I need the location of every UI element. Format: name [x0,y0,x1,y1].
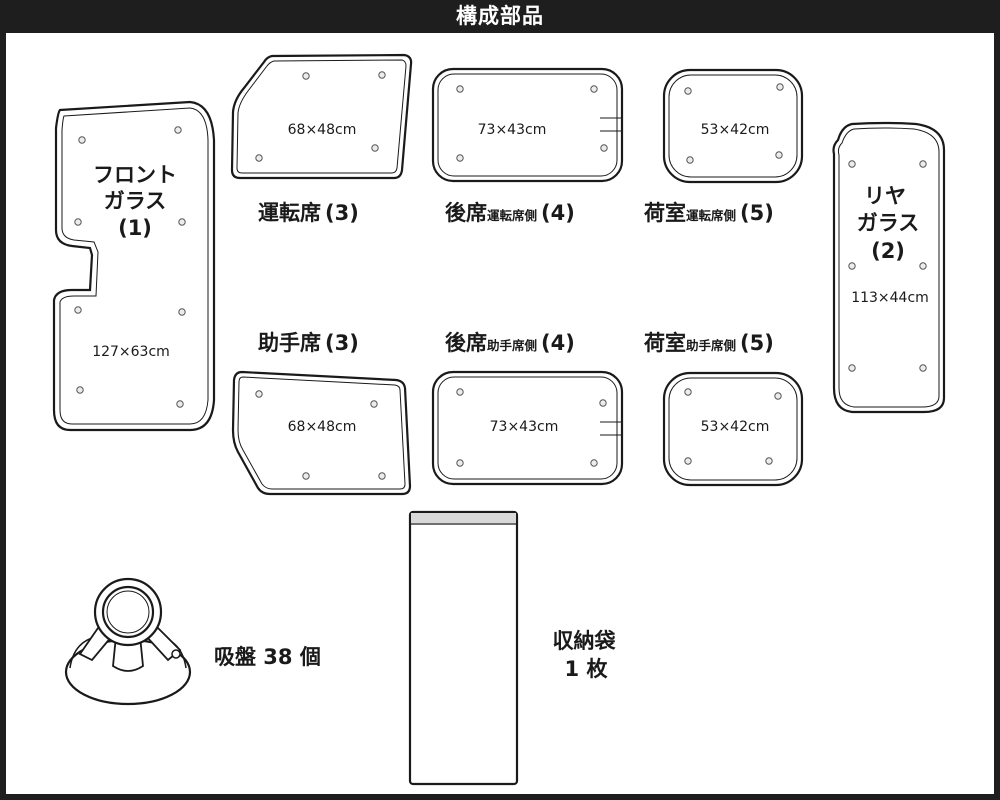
passenger-seat-size: 68×48cm [288,419,357,435]
rear-seat-driver-label: 後席運転席側(4) [445,201,575,225]
rear-seat-passenger-hole [590,459,598,467]
driver-seat-panel: 68×48cm [230,53,413,180]
driver-seat-hole [378,71,386,79]
rear-seat-driver-hole [590,85,598,93]
front-glass-hole [76,386,84,394]
rear-glass-label-3: (2) [871,239,905,263]
suction-cup-icon [64,577,192,706]
front-glass-label-2: ガラス [104,189,167,213]
rear-glass-hole [848,160,856,168]
front-glass-hole [176,400,184,408]
storage-bag-label-1: 収納袋 [553,629,617,653]
header-bar: 構成部品 [0,0,1000,33]
passenger-seat-label: 助手席(3) [258,331,359,355]
storage-bag-icon [408,510,519,786]
cargo-passenger-hole [765,457,773,465]
rear-glass-hole [919,160,927,168]
rear-seat-driver-hole [456,85,464,93]
passenger-seat-hole [255,390,263,398]
rear-glass-panel: リヤ ガラス (2) 113×44cm [832,121,946,414]
cargo-passenger-hole [684,388,692,396]
cargo-passenger-size: 53×42cm [701,419,770,435]
rear-seat-driver-hole [456,154,464,162]
cargo-passenger-hole [684,457,692,465]
rear-seat-driver-size: 73×43cm [478,122,547,138]
cargo-driver-hole [684,87,692,95]
page-title: 構成部品 [456,4,544,28]
driver-seat-hole [371,144,379,152]
front-glass-label-1: フロント [93,163,177,187]
front-glass-hole [74,306,82,314]
front-glass-hole [74,218,82,226]
front-glass-hole [178,218,186,226]
passenger-seat-panel: 68×48cm [231,370,412,496]
rear-glass-hole [919,262,927,270]
front-glass-hole [78,136,86,144]
driver-seat-size: 68×48cm [288,122,357,138]
cargo-driver-hole [775,151,783,159]
cargo-driver-panel: 53×42cm [662,68,804,184]
suction-cups-label: 吸盤 38 個 [214,645,321,669]
driver-seat-hole [255,154,263,162]
cargo-passenger-hole [774,392,782,400]
rear-seat-passenger-hole [599,399,607,407]
passenger-seat-hole [302,472,310,480]
rear-seat-driver-panel: 73×43cm [431,67,624,183]
rear-glass-size: 113×44cm [851,290,929,306]
rear-seat-passenger-panel: 73×43cm [431,370,624,486]
rear-glass-hole [919,364,927,372]
cargo-driver-label: 荷室運転席側(5) [644,201,774,225]
rear-glass-label-1: リヤ [864,184,906,208]
rear-seat-passenger-hole [456,459,464,467]
rear-seat-driver-hole [600,144,608,152]
front-glass-size: 127×63cm [92,344,170,360]
cargo-driver-hole [686,156,694,164]
cargo-passenger-panel: 53×42cm [662,371,804,487]
rear-glass-hole [848,364,856,372]
front-glass-label-3: (1) [118,216,152,240]
driver-seat-label: 運転席(3) [258,201,359,225]
front-glass-hole [178,308,186,316]
driver-seat-hole [302,72,310,80]
rear-glass-label-2: ガラス [857,211,920,235]
front-glass-hole [174,126,182,134]
front-glass-panel: フロント ガラス (1) 127×63cm [52,100,216,432]
passenger-seat-hole [370,400,378,408]
storage-bag-label-2: 1 枚 [565,657,609,681]
rear-seat-passenger-hole [456,388,464,396]
cargo-driver-size: 53×42cm [701,122,770,138]
cargo-driver-hole [776,83,784,91]
passenger-seat-hole [378,472,386,480]
rear-seat-passenger-label: 後席助手席側(4) [445,331,575,355]
cargo-passenger-label: 荷室助手席側(5) [644,331,774,355]
rear-seat-passenger-size: 73×43cm [490,419,559,435]
rear-glass-hole [848,262,856,270]
